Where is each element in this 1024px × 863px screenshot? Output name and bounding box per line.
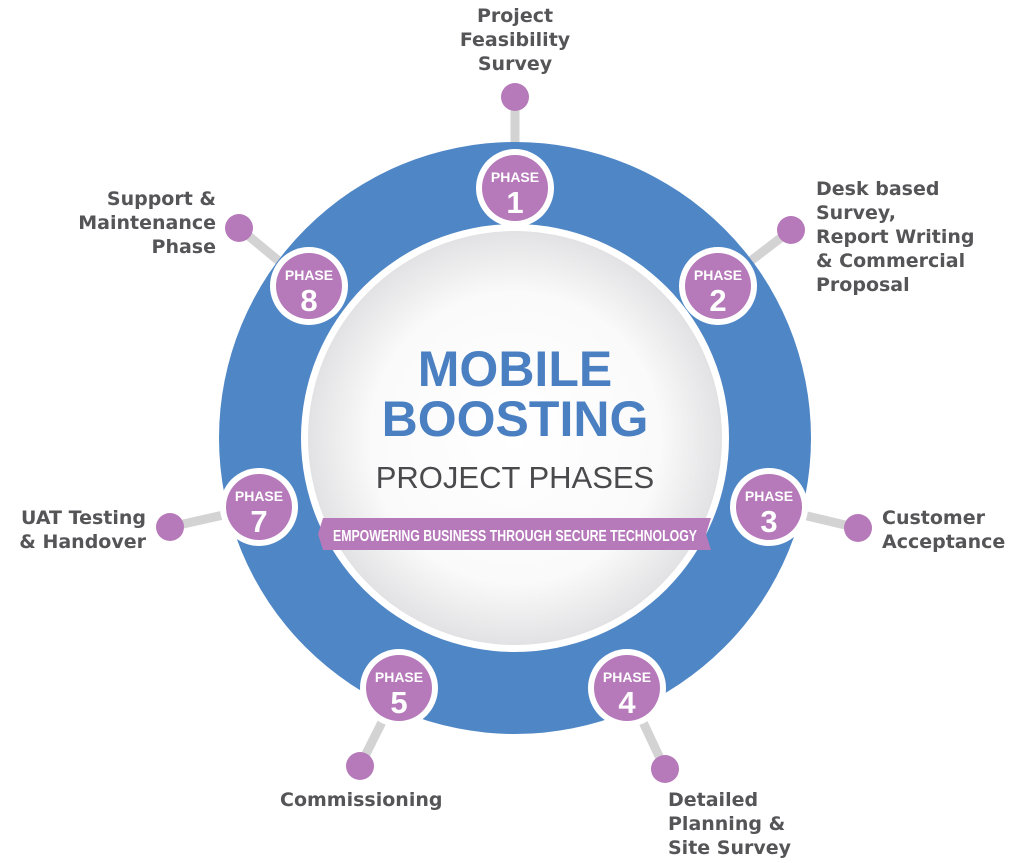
phase-badge-fill bbox=[366, 655, 432, 721]
phase-label-2: Desk based Survey, Report Writing & Comm… bbox=[816, 178, 975, 296]
phase-badge-fill bbox=[594, 655, 660, 721]
phase-word: PHASE bbox=[745, 488, 793, 504]
phase-badge-fill bbox=[736, 474, 802, 540]
phase-label-1: Project Feasibility Survey bbox=[459, 5, 571, 75]
phase-number: 2 bbox=[709, 283, 726, 318]
tagline: EMPOWERING BUSINESS THROUGH SECURE TECHN… bbox=[333, 528, 697, 545]
phase-dot-8 bbox=[225, 214, 253, 242]
phase-word: PHASE bbox=[491, 169, 539, 185]
phase-badge-fill bbox=[276, 253, 342, 319]
title-line-2: BOOSTING bbox=[382, 391, 649, 447]
phase-word: PHASE bbox=[235, 488, 283, 504]
phase-dot-1 bbox=[501, 83, 529, 111]
phase-label-5: Commissioning bbox=[280, 789, 443, 811]
phase-dot-7 bbox=[156, 513, 184, 541]
phase-label-4: Detailed Planning & Site Survey bbox=[668, 789, 792, 859]
tagline-band bbox=[318, 518, 711, 550]
phase-dot-4 bbox=[651, 755, 679, 783]
phase-badges: PHASE1PHASE2PHASE3PHASE4PHASE5PHASE7PHAS… bbox=[156, 83, 872, 783]
phase-word: PHASE bbox=[694, 267, 742, 283]
phase-word: PHASE bbox=[375, 669, 423, 685]
subtitle: PROJECT PHASES bbox=[376, 460, 655, 495]
phase-dot-5 bbox=[346, 752, 374, 780]
phase-dot-2 bbox=[777, 216, 805, 244]
phase-badge-fill bbox=[482, 155, 548, 221]
phase-label-7: UAT Testing & Handover bbox=[19, 507, 146, 553]
phase-badge-fill bbox=[685, 253, 751, 319]
phase-badge-fill bbox=[226, 474, 292, 540]
phase-label-3: Customer Acceptance bbox=[882, 507, 1006, 553]
phase-word: PHASE bbox=[285, 267, 333, 283]
phase-word: PHASE bbox=[603, 669, 651, 685]
phase-number: 8 bbox=[300, 283, 317, 318]
title-line-1: MOBILE bbox=[418, 341, 612, 397]
phase-number: 1 bbox=[506, 185, 523, 220]
phase-number: 7 bbox=[250, 504, 267, 539]
phase-dot-3 bbox=[844, 514, 872, 542]
phase-number: 4 bbox=[618, 685, 636, 720]
phase-number: 5 bbox=[390, 685, 407, 720]
phase-label-8: Support & Maintenance Phase bbox=[78, 188, 216, 258]
phase-number: 3 bbox=[760, 504, 777, 539]
